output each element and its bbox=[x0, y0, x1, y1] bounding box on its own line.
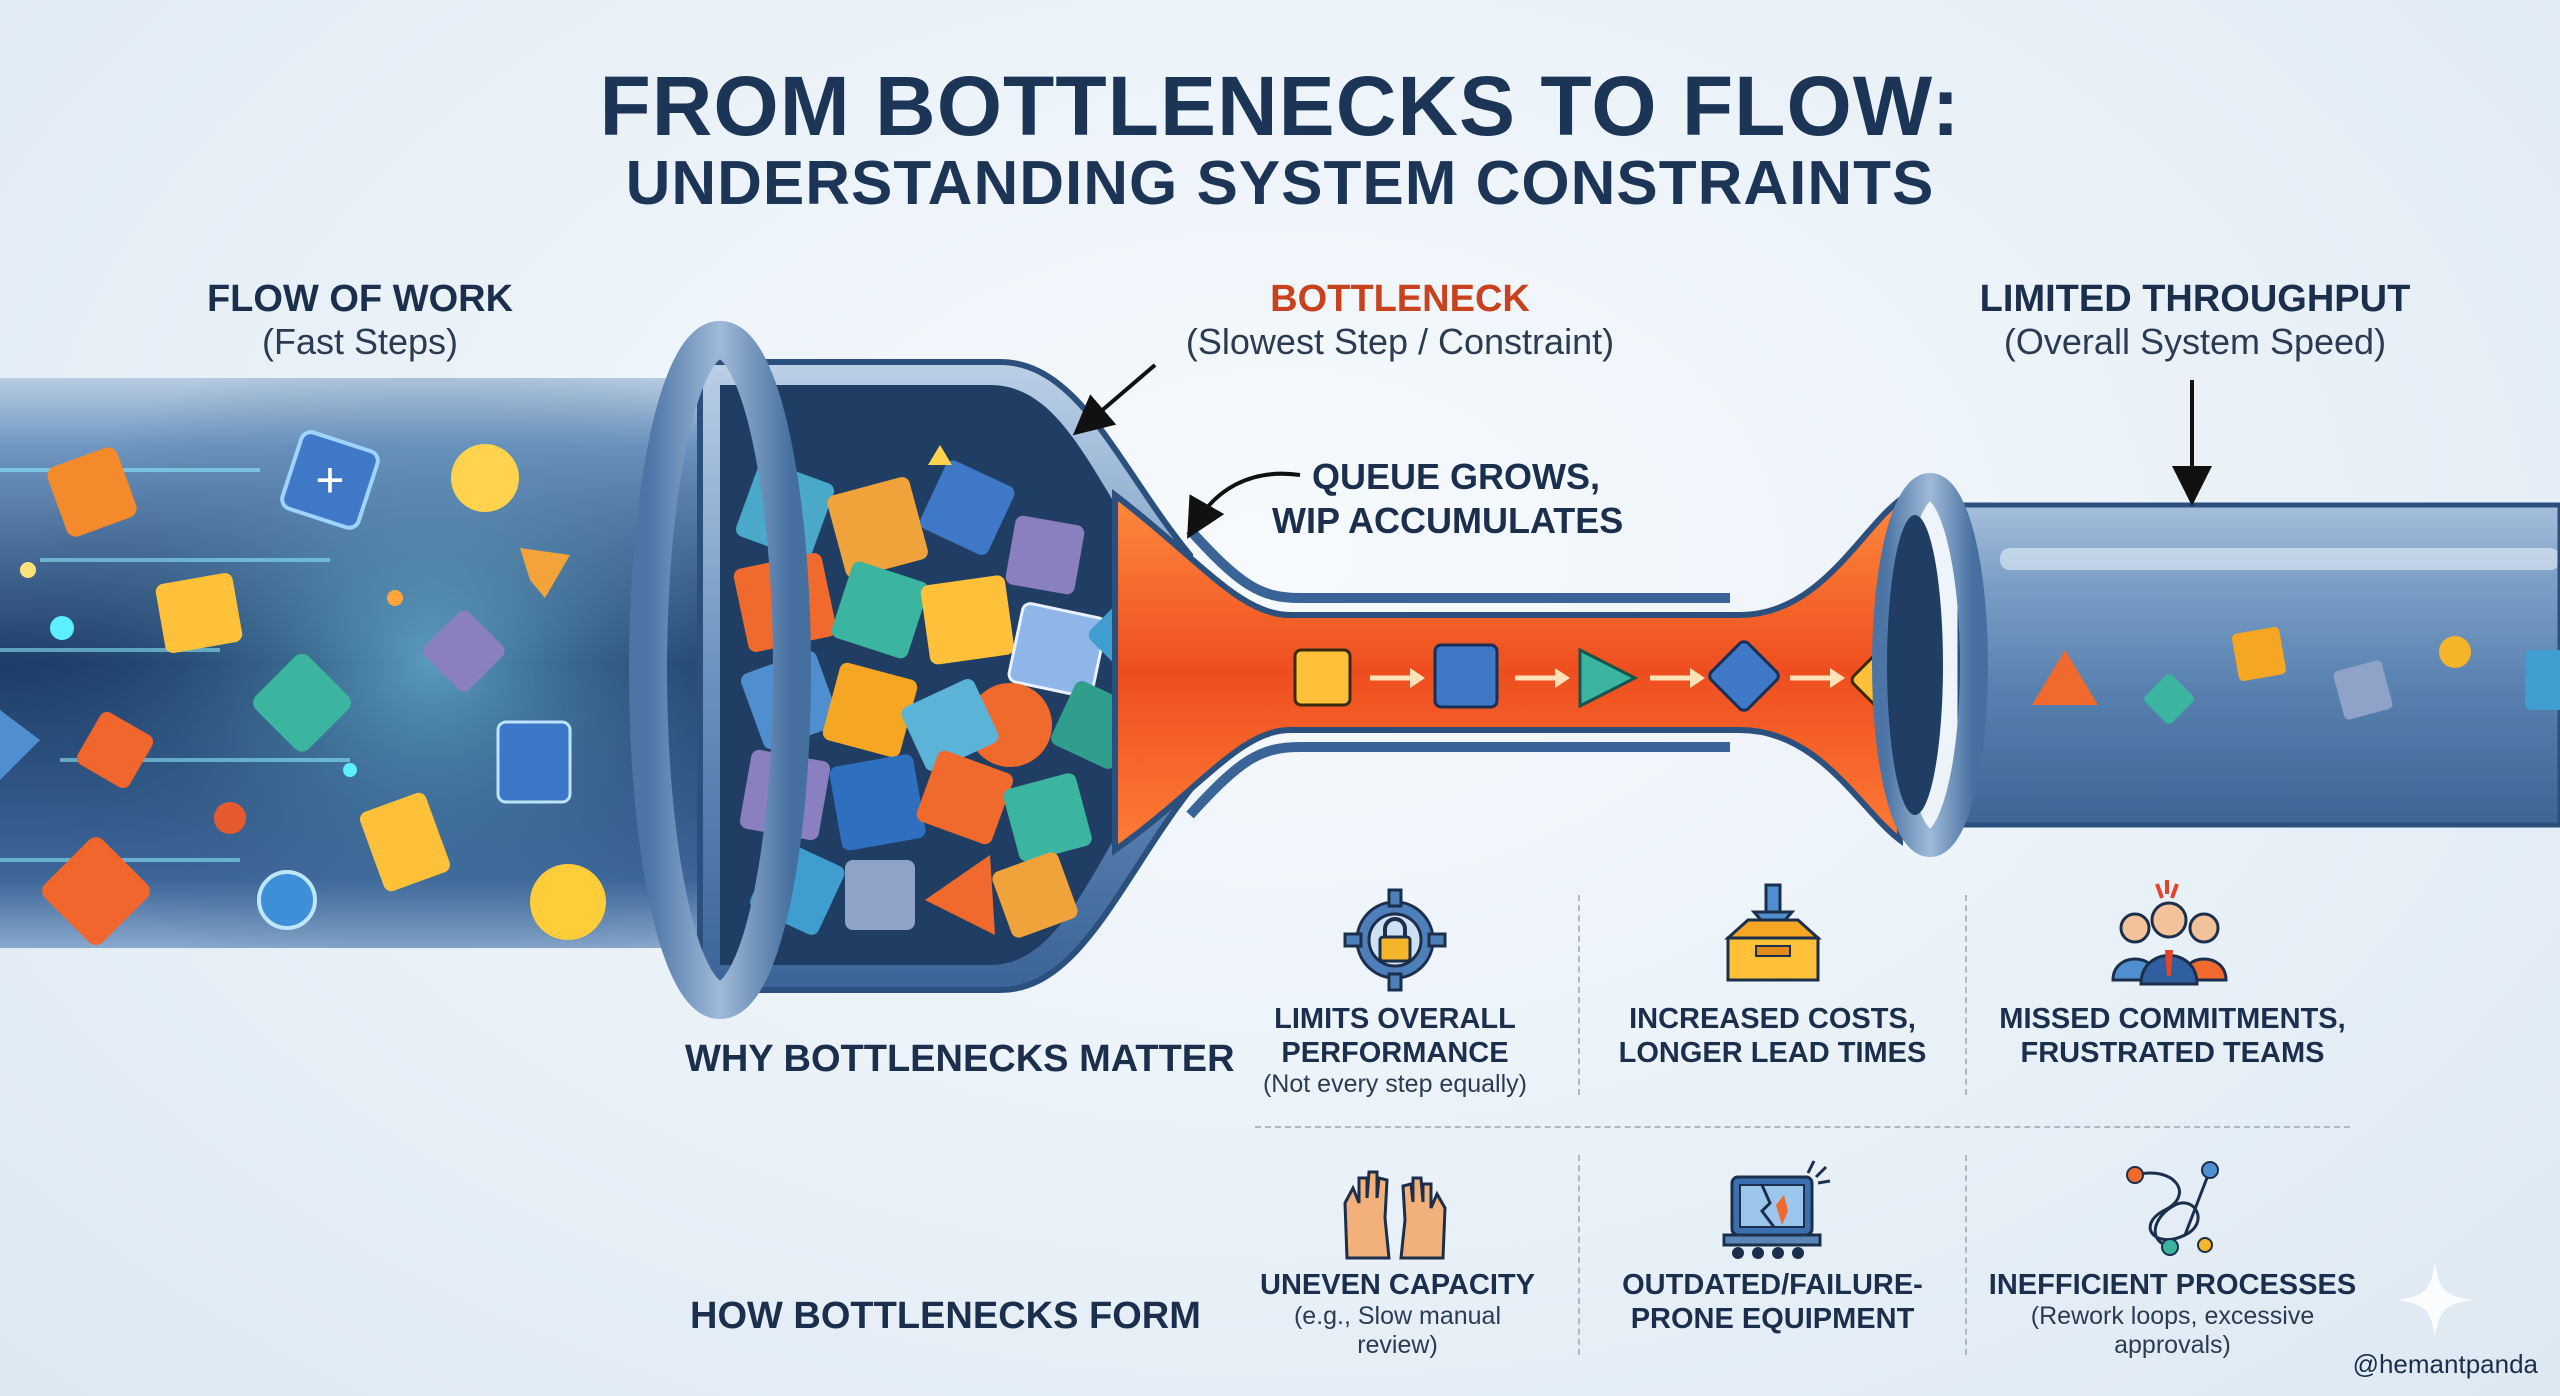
bottleneck-arrow bbox=[1072, 363, 1157, 436]
divider bbox=[1578, 1155, 1580, 1355]
raised-hands-icon bbox=[1343, 1170, 1447, 1260]
page-title: FROM BOTTLENECKS TO FLOW: bbox=[599, 59, 1961, 153]
fast-work-items: + bbox=[0, 430, 606, 945]
page-subtitle: UNDERSTANDING SYSTEM CONSTRAINTS bbox=[625, 149, 1935, 218]
item-title: UNEVEN CAPACITY bbox=[1260, 1269, 1535, 1301]
author-watermark: @hemantpanda bbox=[2352, 1349, 2538, 1379]
item-sub: review) bbox=[1357, 1331, 1438, 1359]
queue-line-1: QUEUE GROWS, bbox=[1312, 456, 1601, 497]
flow-of-work-sub: (Fast Steps) bbox=[261, 321, 459, 362]
flow-of-work-label: FLOW OF WORK (Fast Steps) bbox=[160, 278, 560, 363]
throughput-items bbox=[2032, 626, 2560, 724]
tangled-process-icon bbox=[2126, 1161, 2219, 1256]
item-title: OUTDATED/FAILURE- bbox=[1622, 1269, 1923, 1301]
queue-arrow bbox=[1187, 471, 1301, 539]
item-title: PRONE EQUIPMENT bbox=[1630, 1303, 1915, 1335]
divider bbox=[1578, 895, 1580, 1095]
item-sub: (Not every step equally) bbox=[1262, 1070, 1527, 1098]
divider bbox=[1965, 895, 1967, 1095]
item-title: INEFFICIENT PROCESSES bbox=[1988, 1269, 2357, 1301]
bottleneck-sub: (Slowest Step / Constraint) bbox=[1185, 321, 1615, 362]
why-item-limits-performance: LIMITS OVERALL PERFORMANCE (Not every st… bbox=[1230, 1002, 1560, 1099]
why-item-increased-costs: INCREASED COSTS, LONGER LEAD TIMES bbox=[1600, 1002, 1945, 1070]
how-section-heading: HOW BOTTLENECKS FORM bbox=[690, 1295, 1201, 1337]
bottleneck-heading: BOTTLENECK bbox=[1270, 278, 1530, 320]
queue-callout: QUEUE GROWS, WIP ACCUMULATES bbox=[1272, 455, 1623, 543]
item-title: INCREASED COSTS, bbox=[1629, 1003, 1916, 1035]
divider bbox=[1965, 1155, 1967, 1355]
item-title: MISSED COMMITMENTS, bbox=[1999, 1003, 2346, 1035]
how-item-outdated-equipment: OUTDATED/FAILURE- PRONE EQUIPMENT bbox=[1600, 1268, 1945, 1336]
bottleneck-label: BOTTLENECK (Slowest Step / Constraint) bbox=[1120, 278, 1680, 363]
how-item-uneven-capacity: UNEVEN CAPACITY (e.g., Slow manual revie… bbox=[1235, 1268, 1560, 1360]
item-sub: (Rework loops, excessive bbox=[2030, 1302, 2315, 1330]
single-file-items bbox=[1293, 640, 1920, 715]
queue-line-2: WIP ACCUMULATES bbox=[1272, 500, 1624, 541]
why-item-missed-commitments: MISSED COMMITMENTS, FRUSTRATED TEAMS bbox=[1985, 1002, 2360, 1070]
sparkle-icon bbox=[2397, 1262, 2473, 1338]
gear-lock-icon bbox=[1343, 888, 1447, 992]
flow-of-work-heading: FLOW OF WORK bbox=[206, 278, 514, 320]
frustrated-team-icon bbox=[2111, 880, 2228, 986]
item-sub: (e.g., Slow manual bbox=[1293, 1302, 1502, 1330]
item-title: FRUSTRATED TEAMS bbox=[2020, 1037, 2325, 1069]
limited-throughput-heading: LIMITED THROUGHPUT bbox=[1979, 278, 2411, 320]
how-item-inefficient-processes: INEFFICIENT PROCESSES (Rework loops, exc… bbox=[1975, 1268, 2370, 1360]
output-flange bbox=[1872, 473, 1988, 857]
limited-throughput-sub: (Overall System Speed) bbox=[2003, 321, 2387, 362]
item-title: PERFORMANCE bbox=[1281, 1037, 1509, 1069]
broken-equipment-icon bbox=[1722, 1160, 1831, 1259]
item-title: LIMITS OVERALL bbox=[1274, 1003, 1516, 1035]
why-section-heading: WHY BOTTLENECKS MATTER bbox=[685, 1038, 1235, 1080]
limited-throughput-label: LIMITED THROUGHPUT (Overall System Speed… bbox=[1930, 278, 2460, 363]
item-sub: approvals) bbox=[2114, 1331, 2231, 1359]
bottleneck-throat bbox=[1112, 488, 1903, 856]
divider bbox=[1255, 1126, 2350, 1128]
svg-text:+: + bbox=[315, 452, 344, 508]
inbox-tray-icon bbox=[1724, 883, 1822, 982]
item-title: LONGER LEAD TIMES bbox=[1618, 1037, 1927, 1069]
funnel-flange bbox=[629, 321, 811, 1019]
